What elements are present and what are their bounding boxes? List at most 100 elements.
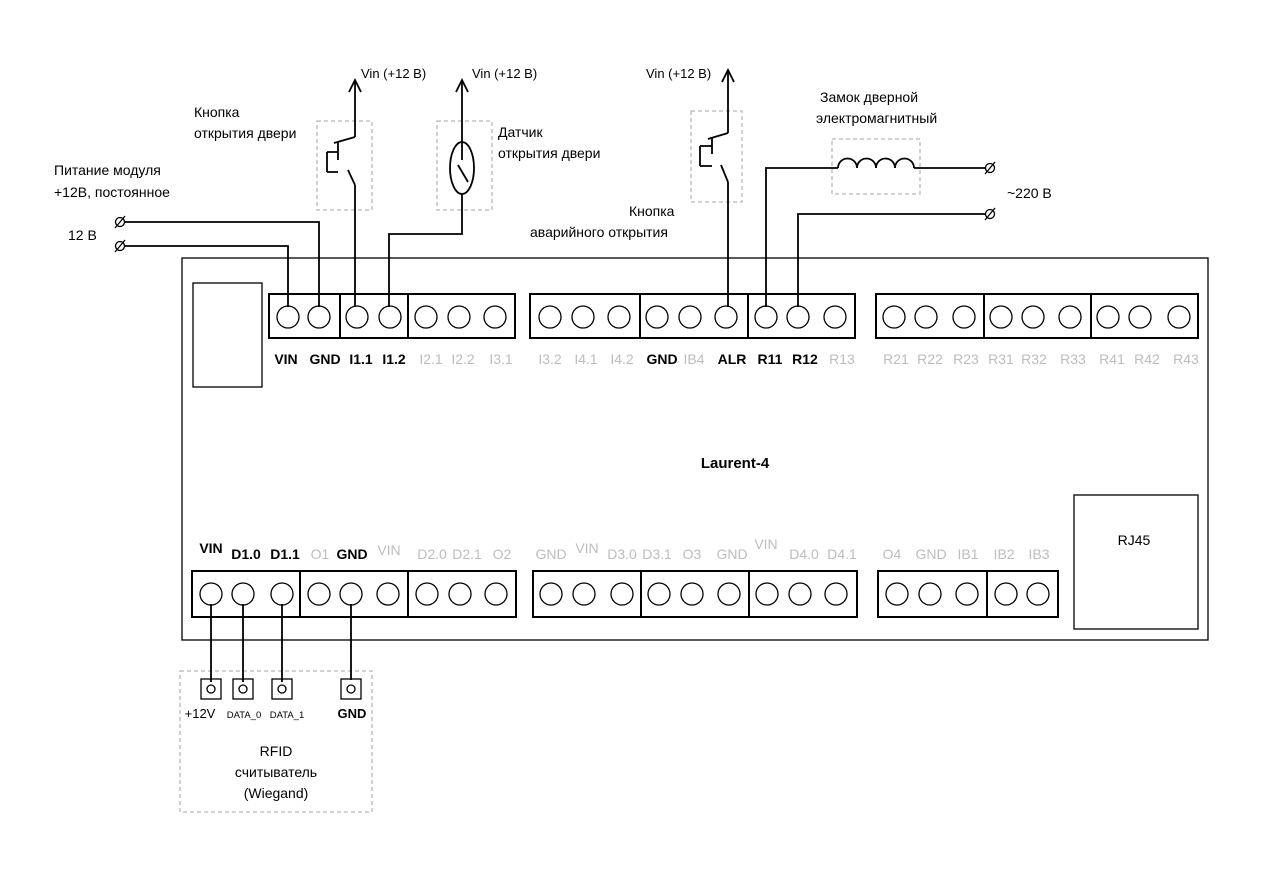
rfid-label-line3: (Wiegand) [244,785,309,801]
bottom-terminal-label-d1-0: D1.0 [231,546,261,562]
bottom-terminal-label-d1-1: D1.1 [270,546,300,562]
rfid-label-line1: RFID [260,743,293,759]
top-screw-vin [276,305,300,329]
top-screw-i2-2 [447,305,471,329]
rfid-pin-label-12v: +12V [185,706,216,721]
bottom-screw-vin [199,582,223,606]
top-screw-r12 [786,305,810,329]
rfid-pin-data-0-contact [238,684,248,694]
power-title-line2: +12В, постоянное [54,184,170,200]
top-terminal-label-r41: R41 [1099,351,1125,367]
door-sensor-reed-symbol [449,77,475,195]
door-button-vin-label: Vin (+12 В) [361,66,426,81]
emergency-button-vin-label: Vin (+12 В) [646,66,711,81]
emergency-button-label-line1: Кнопка [629,203,675,219]
top-screw-i1-1 [345,305,369,329]
door-sensor-label-line2: открытия двери [498,145,600,161]
bottom-terminal-label-gnd: GND [915,546,946,562]
top-terminal-label-i1-2: I1.2 [382,351,406,367]
mains-voltage-label: ~220 В [1007,185,1052,201]
bottom-screw-o4 [885,582,909,606]
top-terminal-label-r21: R21 [883,351,909,367]
rfid-pin-label-data-0: DATA_0 [227,710,262,721]
bottom-terminal-label-d4-0: D4.0 [789,546,819,562]
top-terminal-label-i2-1: I2.1 [419,351,443,367]
door-sensor-vin-label: Vin (+12 В) [472,66,537,81]
top-screw-alr [714,305,738,329]
bottom-screw-d1-1 [270,582,294,606]
top-terminal-label-r33: R33 [1060,351,1086,367]
bottom-terminal-label-o1: O1 [311,546,330,562]
bottom-screw-d3-1 [647,582,671,606]
board-title: Laurent-4 [701,455,770,472]
bottom-screw-d2-1 [448,582,472,606]
emergency-button-switch-symbol [699,67,735,183]
rfid-pin-gnd-contact [346,684,356,694]
bottom-terminal-label-ib1: IB1 [957,546,978,562]
top-terminal-label-r11: R11 [758,351,783,367]
rj45-label: RJ45 [1118,532,1151,548]
top-terminal-label-i3-2: I3.2 [538,351,562,367]
door-button-label-line2: открытия двери [194,125,296,141]
power-terminal-symbol [114,215,126,253]
top-terminal-label-r23: R23 [953,351,979,367]
bottom-screw-o2 [484,582,508,606]
bottom-terminal-label-ib3: IB3 [1028,546,1049,562]
bottom-terminal-label-ib2: IB2 [993,546,1014,562]
top-screw-ib4 [678,305,702,329]
bottom-screw-ib1 [955,582,979,606]
top-terminal-label-gnd: GND [309,351,340,367]
power-voltage-label: 12 В [68,227,97,243]
rfid-pin-label-data-1: DATA_1 [270,710,305,721]
bottom-terminal-label-d2-0: D2.0 [417,546,447,562]
top-screw-r23 [952,305,976,329]
top-screw-i2-1 [414,305,438,329]
door-button-box [316,120,373,211]
emergency-button-box [690,110,743,203]
door-sensor-label-line1: Датчик [498,124,543,140]
top-screw-r11 [754,305,778,329]
bottom-terminal-screws [199,582,1050,606]
door-sensor-box [436,120,493,211]
bottom-screw-o3 [680,582,704,606]
bottom-screw-d3-0 [610,582,634,606]
bottom-screw-d1-0 [231,582,255,606]
top-screw-r22 [914,305,938,329]
top-screw-r31 [989,305,1013,329]
top-terminal-label-i2-2: I2.2 [451,351,475,367]
bottom-terminal-label-o2: O2 [493,546,512,562]
lock-label-line1: Замок дверной [820,89,918,105]
door-button-switch-symbol [326,77,362,186]
bottom-screw-vin [755,582,779,606]
top-terminal-label-r13: R13 [829,351,855,367]
top-terminal-label-r12: R12 [792,351,818,367]
power-title-line1: Питание модуля [54,162,161,178]
bottom-screw-gnd [717,582,741,606]
top-terminal-label-vin: VIN [274,351,297,367]
bottom-screw-o1 [307,582,331,606]
rfid-label-line2: считыватель [235,764,317,780]
lock-label-line2: электромагнитный [816,110,937,126]
bottom-terminal-label-vin: VIN [199,540,222,556]
top-terminal-label-i4-1: I4.1 [574,351,598,367]
top-screw-r42 [1128,305,1152,329]
top-terminal-label-r32: R32 [1021,351,1047,367]
top-terminal-label-r31: R31 [988,351,1014,367]
top-terminal-label-r42: R42 [1134,351,1160,367]
board-inner-box [192,282,263,388]
lock-box [831,138,921,195]
top-screw-i3-1 [483,305,507,329]
bottom-terminal-label-o3: O3 [683,546,702,562]
rfid-pin-12v-contact [206,684,216,694]
bottom-terminal-label-gnd: GND [535,546,566,562]
top-terminal-label-alr: ALR [718,351,747,367]
top-screw-r43 [1167,305,1191,329]
top-terminal-label-i1-1: I1.1 [349,351,373,367]
top-screw-i4-2 [607,305,631,329]
bottom-terminal-label-o4: O4 [883,546,902,562]
top-terminal-label-i4-2: I4.2 [610,351,634,367]
top-screw-r21 [882,305,906,329]
